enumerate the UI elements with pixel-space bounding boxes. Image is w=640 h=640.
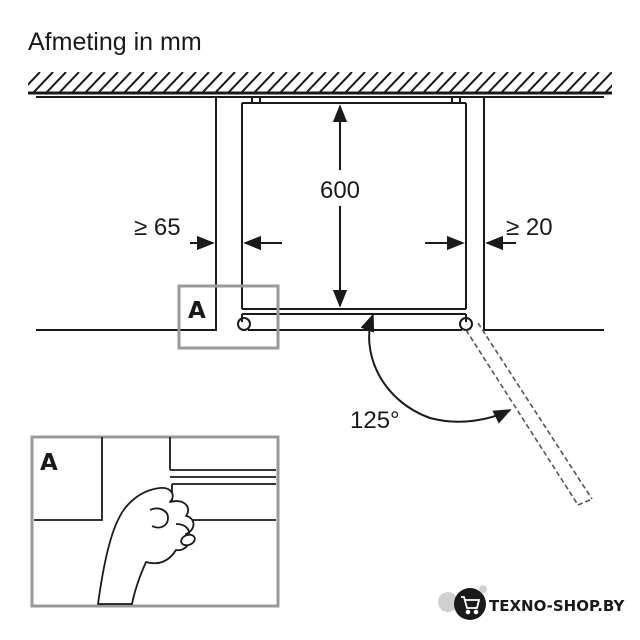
hatch-line	[552, 72, 574, 92]
hatch-line	[110, 72, 132, 92]
hatch-line	[618, 72, 638, 93]
door-open-outline	[465, 322, 593, 506]
hatch-line	[448, 72, 470, 92]
hatch-line	[32, 72, 54, 92]
hatch-line	[28, 72, 41, 87]
hatch-line	[305, 72, 327, 92]
hatch-line	[539, 72, 561, 92]
hand-icon	[97, 487, 196, 605]
hatch-line	[604, 84, 612, 92]
door-angle-arc	[360, 313, 512, 424]
hatch-line	[175, 72, 197, 92]
height-dimension: 600	[312, 104, 368, 308]
detail-inset: A	[30, 435, 280, 608]
hatch-line	[357, 72, 379, 92]
appliance-body	[241, 96, 467, 309]
hatch-line	[474, 72, 496, 92]
left-cabinet	[36, 97, 217, 331]
hatch-line	[149, 72, 171, 92]
shopping-cart-icon	[461, 596, 481, 615]
hatch-line	[396, 72, 418, 92]
hatch-line	[318, 72, 340, 92]
hatch-line	[422, 72, 444, 92]
hatch-line	[84, 72, 106, 92]
door-closed	[237, 308, 473, 331]
hatch-line	[214, 72, 236, 92]
hatch-line	[123, 72, 145, 92]
detail-marker-box: A	[177, 284, 280, 350]
hatch-line	[279, 72, 301, 92]
hatch-line	[188, 72, 210, 92]
hatch-line	[253, 72, 275, 92]
hatch-line	[513, 72, 535, 92]
hatch-line	[71, 72, 93, 92]
ceiling	[28, 72, 638, 98]
left-gap-label: ≥ 65	[134, 214, 181, 241]
hatch-line	[409, 72, 431, 92]
hatch-line	[331, 72, 353, 92]
watermark-text: TEXNO-SHOP.BY	[489, 597, 626, 615]
hatch-line	[487, 72, 509, 92]
hatch-line	[370, 72, 392, 92]
hatch-line	[461, 72, 483, 92]
door-angle-label: 125°	[350, 407, 400, 434]
hatch-line	[565, 72, 587, 92]
hatch-line	[45, 72, 67, 92]
hatch-line	[500, 72, 522, 92]
diagram-title: Afmeting in mm	[28, 28, 202, 56]
height-label: 600	[320, 177, 360, 204]
hatch-line	[383, 72, 405, 92]
right-gap-label: ≥ 20	[506, 214, 553, 241]
hatch-line	[240, 72, 262, 92]
hatch-line	[136, 72, 158, 92]
hatch-line	[526, 72, 548, 92]
detail-inset-letter: A	[40, 450, 58, 476]
hatch-line	[58, 72, 80, 92]
hatch-line	[227, 72, 249, 92]
hatch-line	[97, 72, 119, 92]
watermark: TEXNO-SHOP.BY	[438, 585, 626, 620]
hatch-line	[292, 72, 314, 92]
detail-marker-letter: A	[188, 298, 206, 324]
hatch-line	[201, 72, 223, 92]
hatch-line	[435, 72, 457, 92]
hatch-line	[578, 72, 600, 92]
hatch-line	[266, 72, 288, 92]
hatch-line	[591, 72, 612, 92]
hatch-line	[344, 72, 366, 92]
hatch-line	[162, 72, 184, 92]
